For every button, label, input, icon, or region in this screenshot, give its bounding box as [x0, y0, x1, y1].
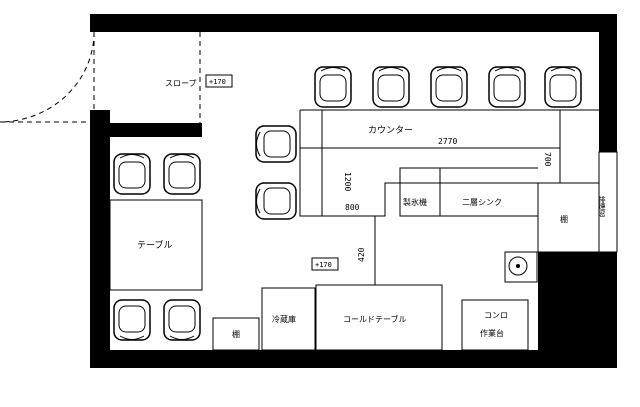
chair	[314, 66, 352, 108]
chair	[113, 153, 151, 195]
slope-label: スロープ	[165, 79, 197, 88]
cold-table-label: コールドテーブル	[343, 314, 407, 324]
level-tag-kitchen: +170	[315, 261, 332, 269]
shelf-bottom-label: 棚	[232, 329, 240, 339]
shelf-bottom	[212, 317, 260, 351]
shelf-right-label: 棚	[560, 214, 568, 224]
chair	[255, 182, 297, 220]
counter-label: カウンター	[368, 125, 413, 136]
chairs	[113, 66, 582, 341]
counter-length-dim: 2770	[438, 137, 457, 146]
table-label: テーブル	[137, 239, 172, 251]
worktable-label: 作業台	[480, 328, 504, 338]
chair	[544, 66, 582, 108]
hand-sink	[504, 251, 538, 283]
chair	[255, 125, 297, 163]
entrance-door	[0, 31, 201, 123]
walls	[90, 14, 617, 368]
counter-depth-left-dim: 1200	[343, 172, 352, 191]
stove-label: コンロ	[484, 311, 508, 320]
counter	[299, 109, 599, 217]
chair	[488, 66, 526, 108]
exhaust-window-label: 排煙窓	[598, 195, 606, 217]
svg-text:排煙窓: 排煙窓	[598, 195, 606, 217]
cold-table	[315, 284, 443, 351]
chair	[163, 153, 201, 195]
exhaust-window	[598, 151, 618, 253]
ice-machine-label: 製氷機	[403, 197, 427, 207]
shelf-right	[537, 182, 600, 253]
double-sink	[439, 167, 539, 217]
table	[109, 199, 203, 291]
double-sink-label: 二層シンク	[462, 198, 502, 207]
chair	[113, 299, 151, 341]
stove-worktable	[461, 299, 529, 351]
refrigerator	[261, 287, 316, 351]
chair	[430, 66, 468, 108]
passage-dim: 420	[357, 247, 366, 262]
chair	[372, 66, 410, 108]
aisle-width-dim: 800	[345, 203, 360, 212]
refrigerator-label: 冷蔵庫	[272, 314, 296, 324]
chair	[163, 299, 201, 341]
ice-machine	[399, 167, 441, 217]
level-tag-entrance: +170	[209, 78, 226, 86]
counter-depth-right-dim: 700	[543, 152, 552, 167]
